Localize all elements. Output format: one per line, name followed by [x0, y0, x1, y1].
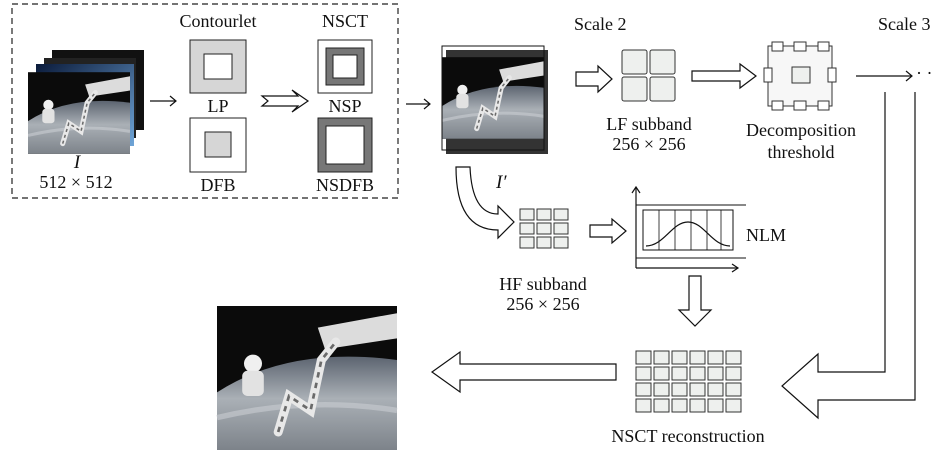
- ellipsis: · ·: [916, 63, 933, 83]
- reconstruction-label: NSCT reconstruction: [611, 426, 765, 446]
- lf-subband-size: 256 × 256: [612, 134, 686, 154]
- nsdfb-label: NSDFB: [315, 175, 375, 195]
- arrow-to-output: [430, 350, 617, 394]
- reconstruction-cell: [635, 350, 652, 365]
- reconstruction-cell: [635, 398, 652, 413]
- nsct-title: NSCT: [321, 11, 368, 31]
- reconstruction-cell: [689, 382, 706, 397]
- arrow-to-reconstruction: [677, 275, 713, 327]
- decomposed-image: [442, 57, 544, 139]
- reconstruction-cell: [653, 350, 670, 365]
- reconstruction-grid: [635, 350, 742, 413]
- lp-label: LP: [207, 96, 229, 116]
- hf-subband-name: HF subband: [499, 274, 587, 294]
- reconstruction-cell: [689, 350, 706, 365]
- reconstruction-cell: [671, 350, 688, 365]
- reconstruction-cell: [707, 350, 724, 365]
- reconstruction-cell: [635, 382, 652, 397]
- reconstruction-cell: [653, 398, 670, 413]
- hf-subband-size: 256 × 256: [506, 294, 580, 314]
- reconstruction-cell: [635, 366, 652, 381]
- hf-subband-cell: [519, 208, 535, 221]
- decomposition-line2: threshold: [767, 142, 835, 162]
- curved-arrow-to-hf: [455, 166, 515, 240]
- hf-subband-grid: [519, 208, 569, 249]
- reconstruction-cell: [707, 366, 724, 381]
- output-image: [217, 306, 397, 450]
- input-symbol: I: [73, 152, 81, 173]
- hf-subband-cell: [536, 208, 552, 221]
- decomposition-line1: Decomposition: [746, 120, 856, 140]
- arrow-to-nlm: [589, 217, 627, 245]
- input-size: 512 × 512: [39, 172, 113, 192]
- arrow-to-decomposed-image: [406, 98, 431, 110]
- hf-subband-cell: [553, 236, 569, 249]
- arrow-to-lf-subband: [575, 64, 613, 94]
- nlm-plot: [631, 185, 746, 273]
- lf-subband-grid: [621, 49, 676, 102]
- contourlet-to-nsct-arrow: [260, 89, 310, 113]
- dfb-inner: [204, 131, 232, 158]
- scale3-label: Scale 3: [878, 14, 931, 34]
- arrow-to-scale3: [856, 70, 913, 82]
- dfb-label: DFB: [200, 175, 236, 195]
- arrow-from-scale3: [781, 92, 916, 420]
- reconstruction-cell: [725, 382, 742, 397]
- input-image-stack: [28, 50, 144, 154]
- reconstruction-cell: [671, 382, 688, 397]
- contourlet-title: Contourlet: [179, 11, 257, 31]
- hf-subband-cell: [536, 222, 552, 235]
- nsp-label: NSP: [328, 96, 362, 116]
- reconstruction-cell: [725, 398, 742, 413]
- arrow-input-to-lp: [150, 95, 177, 107]
- reconstruction-cell: [671, 366, 688, 381]
- nsct-concept-box: [11, 3, 399, 199]
- reconstruction-cell: [725, 366, 742, 381]
- nlm-label: NLM: [746, 225, 786, 245]
- reconstruction-cell: [689, 366, 706, 381]
- reconstruction-cell: [653, 382, 670, 397]
- hf-branch-label: I′: [496, 172, 507, 193]
- reconstruction-cell: [653, 366, 670, 381]
- scale2-label: Scale 2: [574, 14, 627, 34]
- reconstruction-cell: [689, 398, 706, 413]
- reconstruction-cell: [707, 398, 724, 413]
- hf-subband-cell: [519, 236, 535, 249]
- reconstruction-cell: [707, 382, 724, 397]
- reconstruction-cell: [725, 350, 742, 365]
- hf-subband-cell: [553, 222, 569, 235]
- decomposition-threshold-block: [763, 41, 837, 111]
- hf-subband-cell: [519, 222, 535, 235]
- hf-subband-cell: [536, 236, 552, 249]
- hf-subband-cell: [553, 208, 569, 221]
- lp-inner: [203, 53, 233, 80]
- arrow-to-threshold: [691, 62, 757, 90]
- lf-subband-name: LF subband: [606, 114, 692, 134]
- reconstruction-cell: [671, 398, 688, 413]
